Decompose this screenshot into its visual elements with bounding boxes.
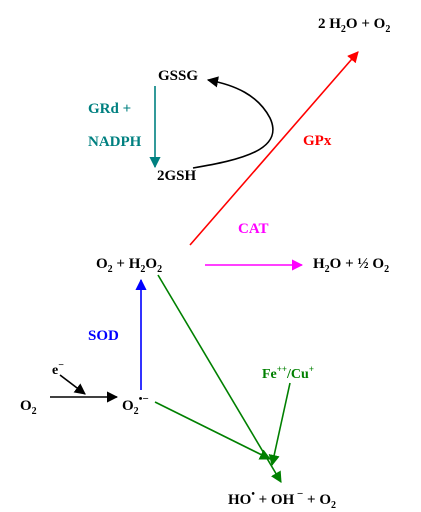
gssg-label: GSSG (158, 68, 198, 84)
electron-label: e− (52, 360, 64, 378)
nadph-label: NADPH (88, 134, 142, 150)
gpx-label: GPx (303, 133, 332, 149)
products-label: HO• + OH − + O2 (228, 488, 336, 511)
oxygen-left-label: O2 (20, 398, 37, 417)
metal-catalyst-label: Fe++/Cu+ (262, 364, 314, 382)
h2o2-to-products-arrow (157, 274, 282, 483)
glutathione-cycle-arrow (192, 76, 274, 169)
cat-label: CAT (238, 221, 269, 237)
water-oxygen-label: 2 H2O + O2 (318, 16, 390, 35)
grd-label: GRd + (88, 101, 131, 117)
water-half-oxygen-label: H2O + ½ O2 (313, 256, 389, 275)
o2-h2o2-label: O2 + H2O2 (96, 256, 162, 275)
sod-label: SOD (88, 328, 119, 344)
gpx-arrow (189, 51, 359, 246)
superoxide-label: O2•− (122, 393, 149, 417)
metal-catalyst-arrow (268, 382, 291, 467)
gsh-label: 2GSH (157, 168, 197, 184)
superoxide-to-products-arrow (154, 401, 272, 460)
electron-arrow (59, 374, 86, 395)
